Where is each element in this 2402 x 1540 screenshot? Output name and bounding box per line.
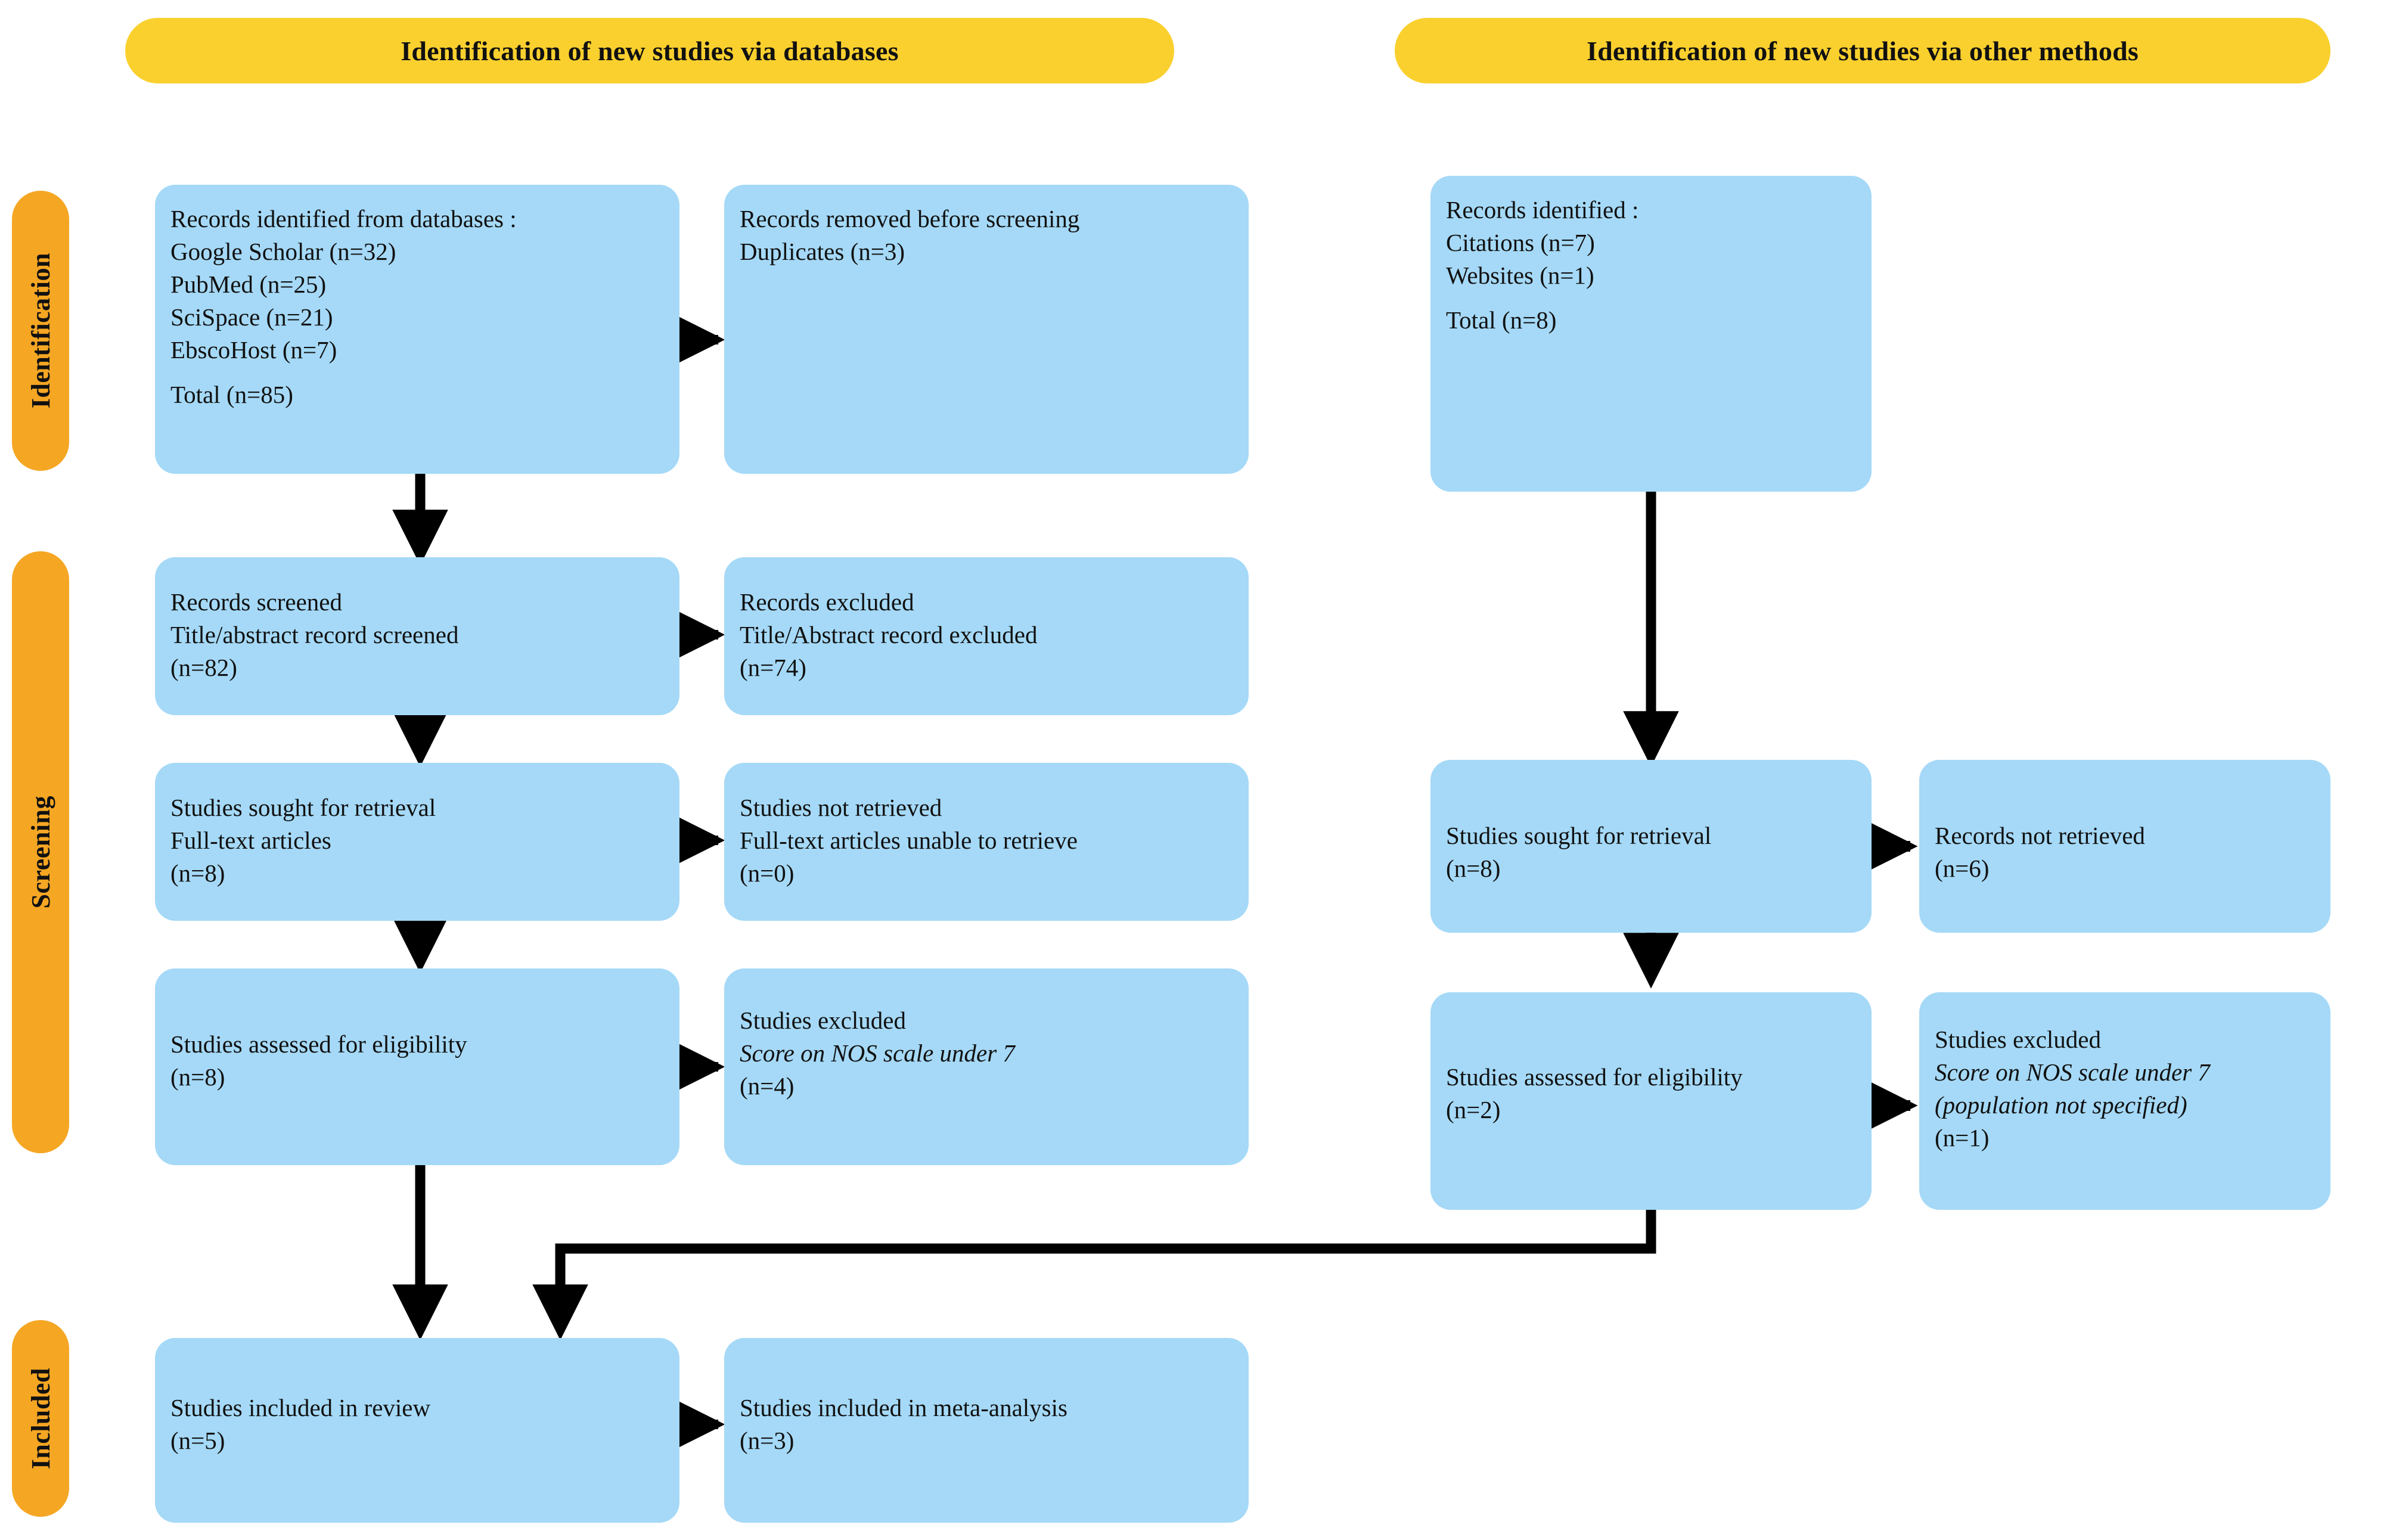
box-line: Total (n=8) (1446, 306, 1557, 334)
box-studies-included-in-review: Studies included in review (n=5) (155, 1338, 679, 1523)
stage-pill-screening-label: Screening (26, 796, 55, 909)
box-studies-included-in-meta-analysis: Studies included in meta-analysis (n=3) (724, 1338, 1249, 1523)
box-line: Studies assessed for eligibility (1446, 1063, 1743, 1091)
stage-pill-included-label: Included (26, 1367, 55, 1470)
box-line: (n=6) (1935, 854, 1990, 882)
box-line: Records identified : (1446, 196, 1639, 223)
connector-other-assessed-to-included (532, 1210, 1656, 1340)
box-line: Records screened (170, 588, 343, 616)
box-records-excluded-title-abstract: Records excluded Title/Abstract record e… (724, 557, 1249, 715)
box-line: (n=1) (1935, 1123, 1990, 1151)
box-line: (n=5) (170, 1426, 225, 1454)
box-line: SciSpace (n=21) (170, 303, 333, 331)
box-line: Studies not retrieved (740, 794, 942, 821)
box-line: Total (n=85) (170, 380, 293, 408)
box-studies-assessed-for-eligibility: Studies assessed for eligibility (n=8) (155, 968, 679, 1165)
box-line: (n=4) (740, 1072, 795, 1100)
box-line: (n=82) (170, 653, 237, 681)
box-line: Google Scholar (n=32) (170, 237, 396, 265)
box-line: Full-text articles unable to retrieve (740, 826, 1078, 854)
box-line: Studies excluded (1935, 1026, 2101, 1053)
box-records-identified-databases: Records identified from databases : Goog… (155, 185, 679, 474)
column-header-other-methods: Identification of new studies via other … (1395, 18, 2330, 83)
box-line: Full-text articles (170, 826, 331, 854)
stage-pill-identification: Identification (12, 191, 69, 471)
box-line: Title/Abstract record excluded (740, 620, 1038, 648)
box-line: (population not specified) (1935, 1091, 2187, 1119)
box-line: Score on NOS scale under 7 (740, 1039, 1015, 1067)
box-line: (n=2) (1446, 1095, 1501, 1123)
box-line: (n=8) (170, 859, 225, 887)
box-line: (n=3) (740, 1426, 795, 1454)
box-line: Score on NOS scale under 7 (1935, 1058, 2210, 1086)
box-line: Citations (n=7) (1446, 228, 1595, 256)
box-records-identified-other-methods: Records identified : Citations (n=7) Web… (1430, 176, 1872, 492)
box-other-studies-excluded-nos: Studies excluded Score on NOS scale unde… (1919, 992, 2330, 1210)
column-header-databases-label: Identification of new studies via databa… (401, 35, 899, 66)
column-header-databases: Identification of new studies via databa… (125, 18, 1174, 83)
box-other-studies-sought-for-retrieval: Studies sought for retrieval (n=8) (1430, 760, 1872, 933)
box-studies-sought-for-retrieval: Studies sought for retrieval Full-text a… (155, 763, 679, 921)
box-line: Studies excluded (740, 1007, 906, 1034)
box-line: Title/abstract record screened (170, 620, 459, 648)
box-records-removed-before-screening: Records removed before screening Duplica… (724, 185, 1249, 474)
stage-pill-included: Included (12, 1320, 69, 1517)
box-studies-excluded-nos: Studies excluded Score on NOS scale unde… (724, 968, 1249, 1165)
stage-pill-identification-label: Identification (26, 253, 55, 409)
box-line: Studies included in meta-analysis (740, 1394, 1067, 1421)
box-line: Records removed before screening (740, 205, 1080, 232)
box-line: Duplicates (n=3) (740, 237, 905, 265)
box-line: Studies sought for retrieval (1446, 822, 1712, 849)
box-other-records-not-retrieved: Records not retrieved (n=6) (1919, 760, 2330, 933)
column-header-other-methods-label: Identification of new studies via other … (1586, 35, 2139, 66)
box-line: Studies sought for retrieval (170, 794, 436, 821)
stage-pill-screening: Screening (12, 551, 69, 1153)
box-line: EbscoHost (n=7) (170, 336, 337, 364)
box-line: Studies assessed for eligibility (170, 1030, 467, 1058)
box-line: (n=0) (740, 859, 795, 887)
box-studies-not-retrieved: Studies not retrieved Full-text articles… (724, 763, 1249, 921)
box-line: Records not retrieved (1935, 822, 2145, 849)
box-line: (n=8) (1446, 854, 1501, 882)
box-line: Websites (n=1) (1446, 261, 1594, 289)
box-other-studies-assessed-for-eligibility: Studies assessed for eligibility (n=2) (1430, 992, 1872, 1210)
box-records-screened: Records screened Title/abstract record s… (155, 557, 679, 715)
box-line: PubMed (n=25) (170, 270, 327, 298)
box-line: Records identified from databases : (170, 205, 517, 232)
box-line: (n=74) (740, 653, 806, 681)
box-line: Studies included in review (170, 1394, 431, 1421)
box-line: (n=8) (170, 1063, 225, 1091)
box-line: Records excluded (740, 588, 914, 616)
